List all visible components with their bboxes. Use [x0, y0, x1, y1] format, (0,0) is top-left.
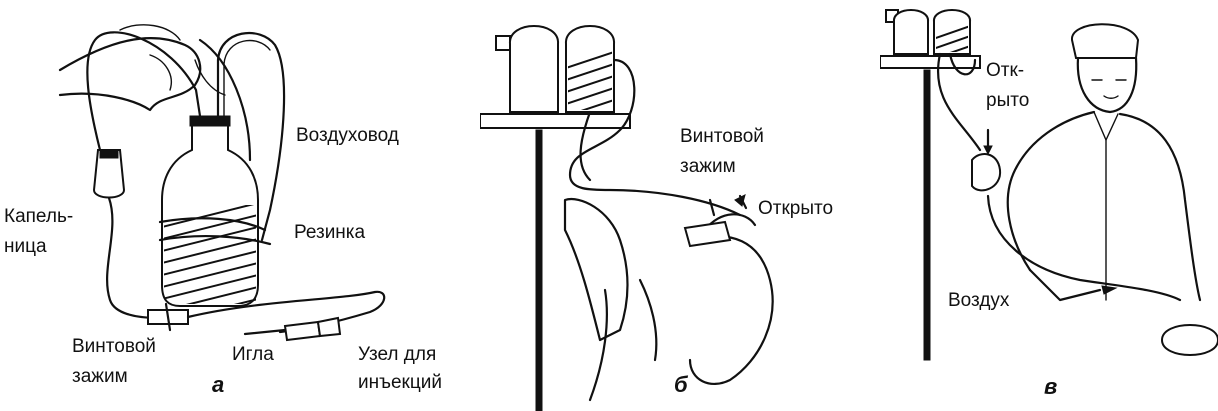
caption-panel-b: б	[674, 372, 688, 397]
label-rubber-band: Резинка	[294, 222, 366, 243]
label-dropper-line1: Капель-	[4, 206, 74, 227]
label-needle: Игла	[232, 344, 274, 365]
liquid-hatching	[164, 205, 256, 304]
label-injection-node-line2: инъекций	[358, 372, 442, 393]
label-screw-clamp-a-line1: Винтовой	[72, 336, 156, 357]
label-screw-clamp-b-line1: Винтовой	[680, 126, 764, 147]
label-open-c-line1: Отк-	[986, 60, 1025, 81]
label-air: Воздух	[948, 290, 1010, 311]
label-screw-clamp-b-line2: зажим	[680, 156, 736, 177]
label-open-c-line2: рыто	[986, 90, 1030, 111]
caption-panel-c: в	[1044, 374, 1058, 399]
panel-b-illustration	[480, 25, 774, 411]
label-injection-node-line1: Узел для	[358, 344, 437, 365]
label-open-b: Открыто	[758, 198, 834, 219]
label-dropper-line2: ница	[4, 236, 47, 257]
label-air-duct: Воздуховод	[296, 125, 399, 146]
caption-panel-a: а	[212, 372, 225, 397]
panel-c-illustration	[880, 9, 1218, 361]
panel-a-illustration	[58, 24, 386, 342]
label-screw-clamp-a-line2: зажим	[72, 366, 128, 387]
